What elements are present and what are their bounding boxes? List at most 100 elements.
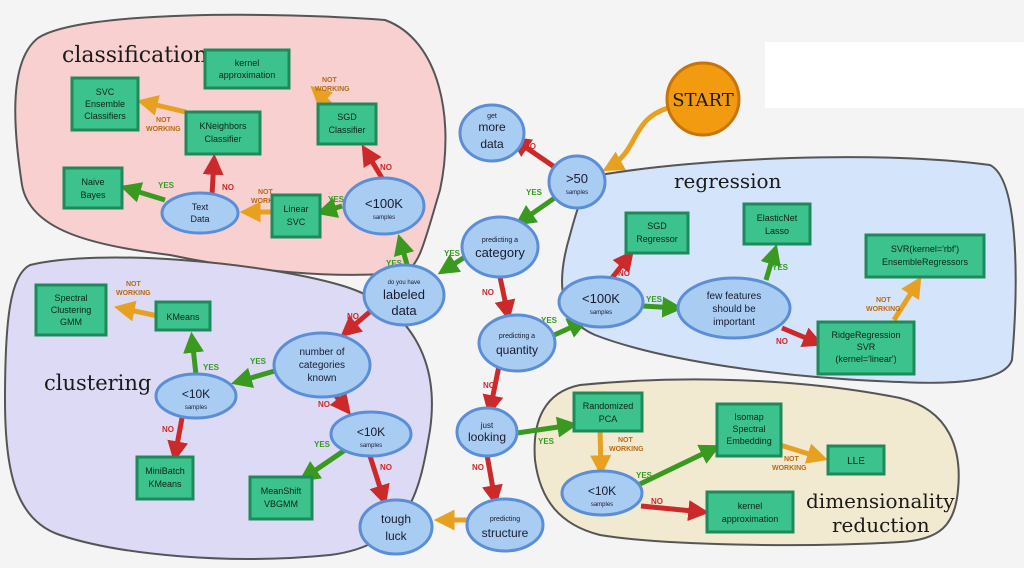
lle-label: LLE	[847, 456, 865, 467]
estimator-kernel-approximation-dimensionality[interactable]: kernel approximation	[705, 490, 795, 534]
estimator-kneighbors-classifier[interactable]: KNeighbors Classifier	[184, 110, 262, 156]
estimator-minibatch-kmeans[interactable]: MiniBatch KMeans	[135, 455, 195, 501]
r100k-line2: samples	[590, 310, 612, 316]
decision-just-looking[interactable]: just looking	[455, 406, 519, 458]
d10k-line2: samples	[591, 502, 613, 508]
more-data-line3: data	[480, 137, 504, 151]
estimator-ridge-regression[interactable]: RidgeRegression SVR (kernel='linear')	[816, 320, 916, 376]
outcome-tough-luck[interactable]: tough luck	[358, 498, 434, 556]
meanshift-line1: MeanShift	[261, 486, 302, 496]
edge-k10-kmeans	[183, 331, 205, 376]
edge-numcat-k10	[230, 367, 279, 388]
pca-line1: Randomized	[583, 401, 634, 411]
edge-c100k-sgd	[361, 144, 385, 180]
labeled-line3: data	[391, 303, 417, 318]
label-nw-isomap-2: WORKING	[772, 465, 807, 472]
label-no-c100k: NO	[380, 163, 392, 172]
label-no-gt50: NO	[524, 142, 536, 151]
text-data-line1: Text	[192, 202, 209, 212]
label-nw-kneighbors-2: WORKING	[146, 126, 181, 133]
decision-predicting-structure[interactable]: predicting structure	[465, 497, 545, 553]
structure-line2: structure	[482, 526, 529, 540]
edge-sgd-kernel	[310, 85, 333, 108]
k10-line1: <10K	[182, 387, 210, 401]
label-no-numcat: NO	[318, 400, 330, 409]
decision-clustering-10k[interactable]: <10K samples	[154, 372, 238, 420]
label-yes-quantity: YES	[541, 316, 558, 325]
edge-category-quantity	[494, 276, 516, 322]
label-yes-gt50: YES	[526, 188, 543, 197]
estimator-isomap[interactable]: Isomap Spectral Embedding	[715, 402, 783, 458]
decision-labeled-data[interactable]: do you have labeled data	[362, 263, 446, 327]
kneighbors-line1: KNeighbors	[199, 121, 247, 131]
decision-classification-100k[interactable]: <100K samples	[342, 176, 426, 236]
ridge-line1: RidgeRegression	[831, 330, 900, 340]
few-line2: should be	[712, 304, 756, 315]
tough-line2: luck	[385, 529, 407, 543]
isomap-line2: Spectral	[732, 424, 765, 434]
numcat-line1: number of	[299, 347, 344, 358]
edge-k10ms-meanshift	[298, 447, 347, 482]
label-no-text: NO	[222, 183, 234, 192]
elastic-line1: ElasticNet	[757, 213, 798, 223]
estimator-spectral-clustering[interactable]: Spectral Clustering GMM	[34, 283, 108, 337]
decision-more-data[interactable]: get more data	[458, 103, 526, 163]
estimator-naive-bayes[interactable]: Naive Bayes	[62, 166, 124, 210]
edge-labeled-numcat	[340, 308, 374, 338]
ridge-line3: (kernel='linear')	[835, 354, 896, 364]
label-no-k10: NO	[162, 425, 174, 434]
svc-line1: SVC	[96, 87, 115, 97]
estimator-svr-rbf[interactable]: SVR(kernel='rbf') EnsembleRegressors	[864, 233, 986, 279]
label-no-k10ms: NO	[380, 463, 392, 472]
edge-c100k-linearsvc	[315, 197, 343, 218]
more-data-line1: get	[487, 113, 497, 120]
label-nw-ridge-2: WORKING	[866, 306, 901, 313]
estimator-svc-ensemble[interactable]: SVC Ensemble Classifiers	[70, 76, 140, 132]
more-data-line2: more	[478, 120, 506, 134]
estimator-meanshift-vbgmm[interactable]: MeanShift VBGMM	[248, 475, 314, 521]
gt50-line2: samples	[566, 190, 588, 196]
label-yes-looking: YES	[538, 437, 555, 446]
label-no-r100k: NO	[618, 269, 630, 278]
estimator-randomized-pca[interactable]: Randomized PCA	[572, 391, 644, 433]
decision-number-of-categories[interactable]: number of categories known	[272, 331, 372, 399]
start-node[interactable]: START	[665, 61, 741, 137]
spectral-line2: Clustering	[51, 305, 92, 315]
spectral-line3: GMM	[60, 317, 82, 327]
edge-pca-d10k	[590, 429, 612, 477]
sgd-clf-line1: SGD	[337, 112, 357, 122]
decision-meanshift-10k[interactable]: <10K samples	[329, 410, 413, 458]
quantity-line1: predicting a	[499, 333, 535, 340]
decision-predicting-quantity[interactable]: predicting a quantity	[477, 313, 557, 373]
edge-kmeans-spectral	[113, 300, 159, 322]
k10ms-line1: <10K	[357, 425, 385, 439]
r100k-line1: <100K	[582, 291, 620, 306]
estimator-sgd-regressor[interactable]: SGD Regressor	[624, 211, 690, 255]
decision-gt50-samples[interactable]: >50 samples	[547, 154, 607, 210]
estimator-linear-svc[interactable]: Linear SVC	[270, 193, 322, 239]
label-yes-r100k: YES	[646, 295, 663, 304]
pca-line2: PCA	[599, 414, 618, 424]
svc-line3: Classifiers	[84, 111, 126, 121]
label-yes-k10: YES	[203, 363, 220, 372]
decision-few-features[interactable]: few features should be important	[676, 276, 792, 340]
estimator-kmeans[interactable]: KMeans	[154, 300, 212, 332]
decision-dimensionality-10k[interactable]: <10K samples	[560, 469, 644, 517]
c100k-line1: <100K	[365, 196, 403, 211]
kneighbors-line2: Classifier	[204, 134, 241, 144]
decision-regression-100k[interactable]: <100K samples	[557, 275, 645, 329]
estimator-sgd-classifier[interactable]: SGD Classifier	[316, 102, 378, 146]
decision-predicting-category[interactable]: predicting a category	[460, 215, 540, 279]
estimator-kernel-approximation-classification[interactable]: kernel approximation	[203, 48, 291, 90]
estimator-lle[interactable]: LLE	[826, 444, 886, 476]
label-no-category: NO	[482, 288, 494, 297]
label-yes-d10k: YES	[636, 471, 653, 480]
label-no-labeled: NO	[347, 312, 359, 321]
decision-text-data[interactable]: Text Data	[160, 191, 240, 235]
estimator-elasticnet-lasso[interactable]: ElasticNet Lasso	[742, 202, 812, 246]
label-nw-linearsvc-2: WORKING	[251, 198, 286, 205]
numcat-line2: categories	[299, 360, 345, 371]
few-line3: important	[713, 317, 755, 328]
